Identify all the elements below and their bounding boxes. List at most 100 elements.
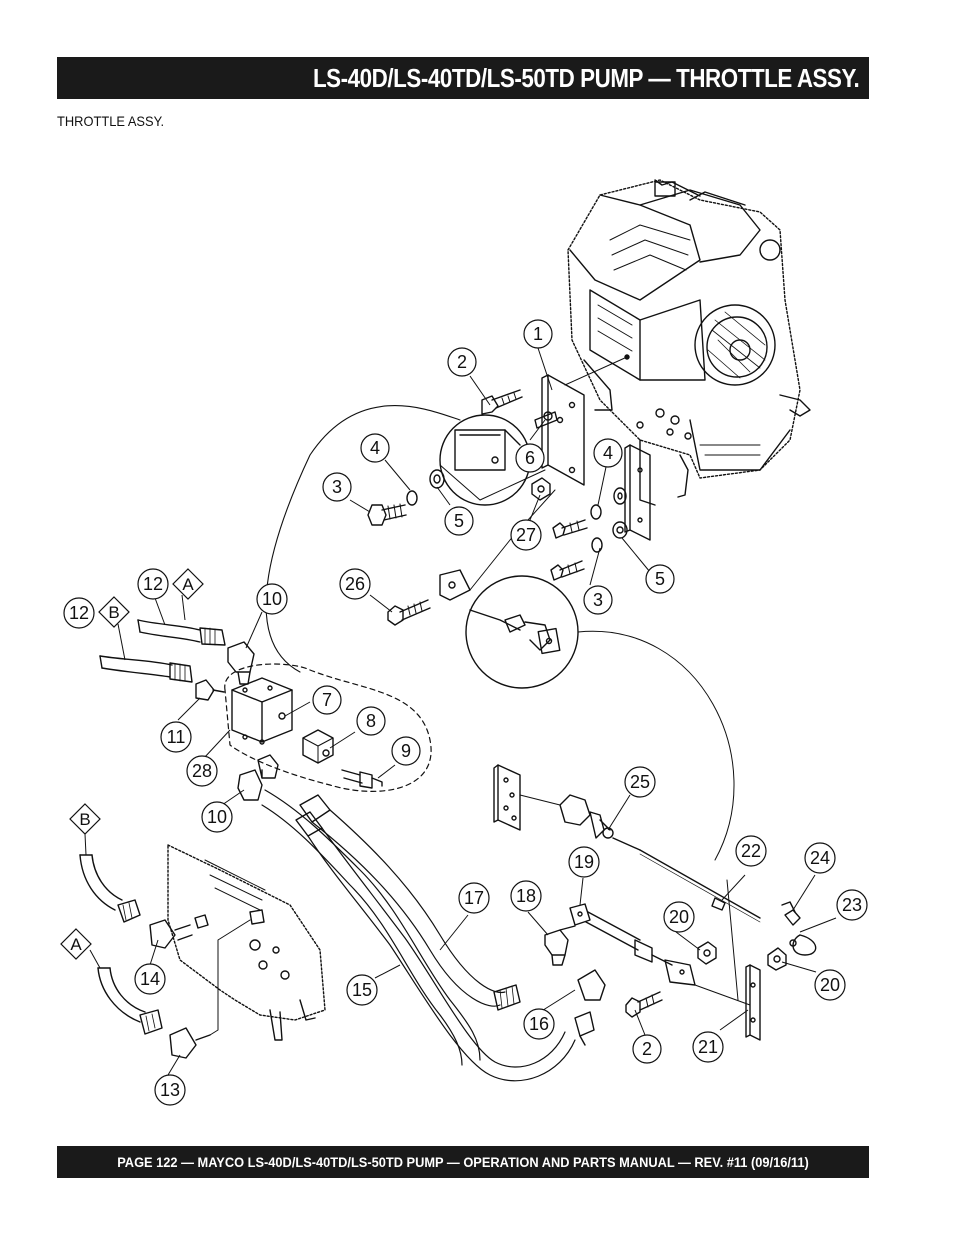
part-fitting-10-lower — [237, 754, 279, 801]
callout: 20 — [663, 901, 695, 933]
section-label: THROTTLE ASSY. — [57, 113, 165, 129]
svg-text:20: 20 — [820, 975, 840, 995]
callout: 4 — [593, 438, 623, 468]
page-footer-bar: PAGE 122 — MAYCO LS-40D/LS-40TD/LS-50TD … — [57, 1146, 869, 1178]
page-footer: PAGE 122 — MAYCO LS-40D/LS-40TD/LS-50TD … — [117, 1154, 809, 1170]
svg-text:7: 7 — [322, 690, 332, 710]
svg-text:5: 5 — [655, 569, 665, 589]
part-fitting-13 — [97, 909, 265, 1059]
svg-text:25: 25 — [630, 772, 650, 792]
svg-text:22: 22 — [741, 841, 761, 861]
svg-text:19: 19 — [574, 852, 594, 872]
svg-text:4: 4 — [370, 438, 380, 458]
ref-diamond: A — [172, 568, 204, 621]
svg-text:26: 26 — [345, 574, 365, 594]
svg-text:6: 6 — [525, 448, 535, 468]
callout: 28 — [186, 755, 218, 787]
svg-text:9: 9 — [401, 741, 411, 761]
callout: 10 — [256, 583, 288, 615]
callout: 24 — [804, 842, 836, 874]
part-lever-plate — [387, 569, 471, 626]
page-title: LS-40D/LS-40TD/LS-50TD PUMP — THROTTLE A… — [312, 62, 860, 93]
svg-text:3: 3 — [593, 590, 603, 610]
svg-text:B: B — [108, 603, 119, 622]
callout: 6 — [515, 443, 545, 473]
callout: 17 — [458, 882, 490, 914]
pump-block-lower — [167, 844, 326, 1041]
part-fitting-10-top — [227, 641, 255, 685]
part-cable-bracket-25 — [493, 764, 761, 923]
svg-text:11: 11 — [167, 727, 186, 747]
callout: 22 — [735, 835, 767, 867]
detail-view-lower — [465, 575, 579, 689]
svg-text:A: A — [70, 935, 82, 954]
callout: 23 — [836, 889, 868, 921]
part-bolt-stack-right — [550, 487, 628, 581]
callout: 13 — [154, 1074, 186, 1106]
callout: 20 — [814, 969, 846, 1001]
svg-text:5: 5 — [454, 511, 464, 531]
callout: 9 — [391, 736, 421, 766]
callout: 1 — [523, 319, 553, 349]
svg-text:16: 16 — [529, 1014, 549, 1034]
page-title-bar: LS-40D/LS-40TD/LS-50TD PUMP — THROTTLE A… — [57, 57, 869, 99]
ref-diamond: B — [69, 803, 101, 856]
callout: 2 — [447, 347, 477, 377]
callout: 18 — [510, 880, 542, 912]
callout: 15 — [346, 974, 378, 1006]
engine-illustration — [567, 179, 811, 506]
svg-text:10: 10 — [262, 589, 282, 609]
callout: 19 — [568, 846, 600, 878]
callout: 27 — [510, 519, 542, 551]
svg-text:2: 2 — [457, 352, 467, 372]
callout: 3 — [322, 472, 352, 502]
svg-text:13: 13 — [160, 1080, 180, 1100]
callout-leaders — [149, 347, 837, 1076]
svg-text:27: 27 — [516, 525, 536, 545]
svg-text:1: 1 — [533, 324, 543, 344]
part-bolt-2-top — [481, 389, 523, 415]
svg-text:17: 17 — [464, 888, 484, 908]
part-fitting-14 — [79, 854, 209, 949]
svg-text:2: 2 — [642, 1039, 652, 1059]
part-bracket-1 — [541, 374, 585, 486]
svg-text:12: 12 — [69, 603, 89, 623]
svg-text:20: 20 — [669, 907, 689, 927]
part-fitting-11 — [195, 679, 225, 701]
callout: 25 — [624, 766, 656, 798]
part-plate-21 — [694, 964, 761, 1041]
callout: 2 — [632, 1034, 662, 1064]
callout: 8 — [356, 706, 386, 736]
ref-diamond: A — [60, 928, 101, 969]
callout: 5 — [645, 564, 675, 594]
svg-text:4: 4 — [603, 443, 613, 463]
ref-diamond: B — [98, 596, 130, 661]
callout-circles: 1 2 3 4 6 5 4 27 5 26 3 12 12 10 7 8 11 … — [63, 319, 868, 1106]
part-bracket-upper-right — [624, 444, 651, 541]
svg-text:18: 18 — [516, 886, 536, 906]
callout: 16 — [523, 1008, 555, 1040]
callout: 10 — [201, 801, 233, 833]
detail-view-top — [439, 414, 531, 506]
svg-text:14: 14 — [140, 969, 160, 989]
svg-text:24: 24 — [810, 848, 830, 868]
callout: 11 — [160, 721, 192, 753]
svg-text:B: B — [79, 810, 90, 829]
callout: 7 — [312, 685, 342, 715]
svg-text:A: A — [182, 575, 194, 594]
callout: 12 — [137, 568, 169, 600]
svg-text:8: 8 — [366, 711, 376, 731]
svg-text:15: 15 — [352, 980, 372, 1000]
part-throttle-block — [231, 677, 293, 745]
part-hose-12A — [137, 619, 226, 646]
callout: 12 — [63, 597, 95, 629]
callout: 14 — [134, 963, 166, 995]
part-bolt-stack-left — [367, 469, 445, 526]
callout: 4 — [360, 433, 390, 463]
reference-diamonds: A B B A — [60, 568, 204, 969]
callout: 5 — [444, 506, 474, 536]
svg-text:10: 10 — [207, 807, 227, 827]
svg-text:28: 28 — [192, 761, 212, 781]
part-hose-12B — [99, 655, 193, 683]
